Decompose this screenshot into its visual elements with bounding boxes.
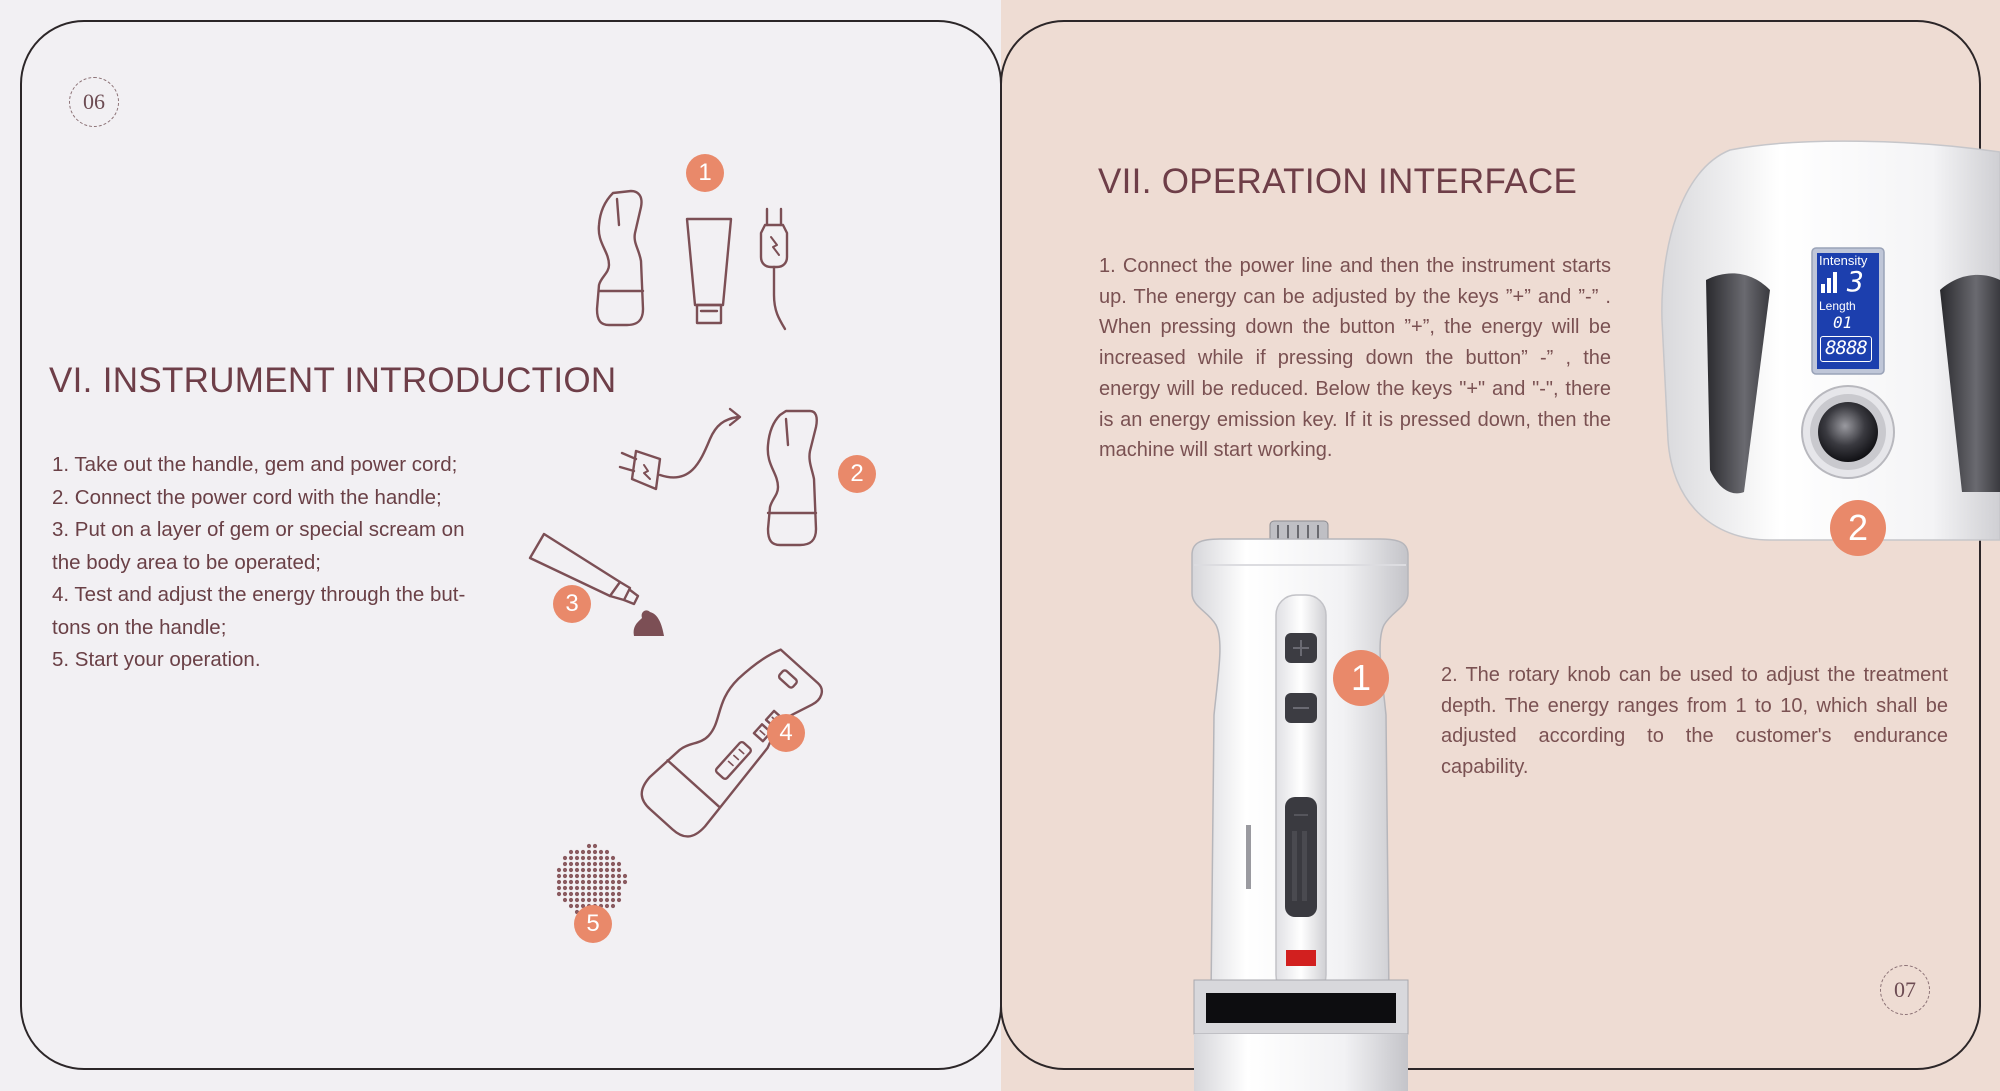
segment-display: 8888 [1820, 336, 1872, 362]
items-illustration [595, 189, 789, 331]
power-plug-icon [618, 449, 662, 491]
instrument-introduction-heading: VI. INSTRUMENT INTRODUCTION [49, 361, 617, 400]
intensity-label: Intensity [1819, 253, 1868, 268]
instrument-steps-list: 1. Take out the handle, gem and power co… [52, 449, 532, 677]
step-line: tons on the handle; [52, 615, 227, 639]
operation-paragraph-1: 1. Connect the power line and then the i… [1099, 255, 1611, 462]
lcd-screen-content: Intensity 3 Length 01 8888 [1817, 253, 1879, 369]
gel-drop-icon [633, 610, 664, 636]
step-line: 1. Take out the handle, gem and power co… [52, 453, 458, 476]
step-line: 3. Put on a layer of gem or special scre… [52, 518, 465, 541]
gel-tube-icon [685, 217, 733, 307]
handle-outline-icon [595, 189, 645, 327]
step-badge-1: 1 [686, 154, 724, 192]
left-page-background [0, 0, 1001, 1091]
operation-paragraph-2: 2. The rotary knob can be used to adjust… [1441, 664, 1948, 779]
step-line: 2. Connect the power cord with the handl… [52, 485, 442, 509]
step-badge-2: 2 [838, 455, 876, 493]
power-plug-icon [759, 207, 789, 331]
lcd-screen [1817, 253, 1879, 369]
connect-cord-illustration [618, 407, 818, 547]
step-badge-4: 4 [767, 714, 805, 752]
intensity-value: 3 [1847, 265, 1864, 298]
step-line: 5. Start your operation. [52, 648, 261, 671]
right-page-frame [1000, 20, 1981, 1070]
length-label: Length [1819, 299, 1856, 313]
length-value: 01 [1833, 313, 1853, 332]
red-indicator [1286, 950, 1316, 966]
step-badge-5: 5 [574, 905, 612, 943]
step-badge-3: 3 [553, 585, 591, 623]
operation-interface-heading: VII. OPERATION INTERFACE [1098, 162, 1578, 201]
left-page-number: 06 [69, 77, 119, 127]
step-line: 4. Test and adjust the energy through th… [52, 583, 466, 606]
intensity-bars-icon [1821, 271, 1841, 293]
right-page-number: 07 [1880, 965, 1930, 1015]
apply-gel-illustration [528, 532, 664, 636]
handpiece-illustration [1191, 520, 1409, 1091]
handpiece-badge-1: 1 [1333, 650, 1389, 706]
main-unit-badge-2: 2 [1830, 500, 1886, 556]
main-unit-illustration [1661, 140, 2000, 541]
handle-outline-icon [766, 409, 818, 547]
step-line: the body area to be operated; [52, 550, 321, 574]
